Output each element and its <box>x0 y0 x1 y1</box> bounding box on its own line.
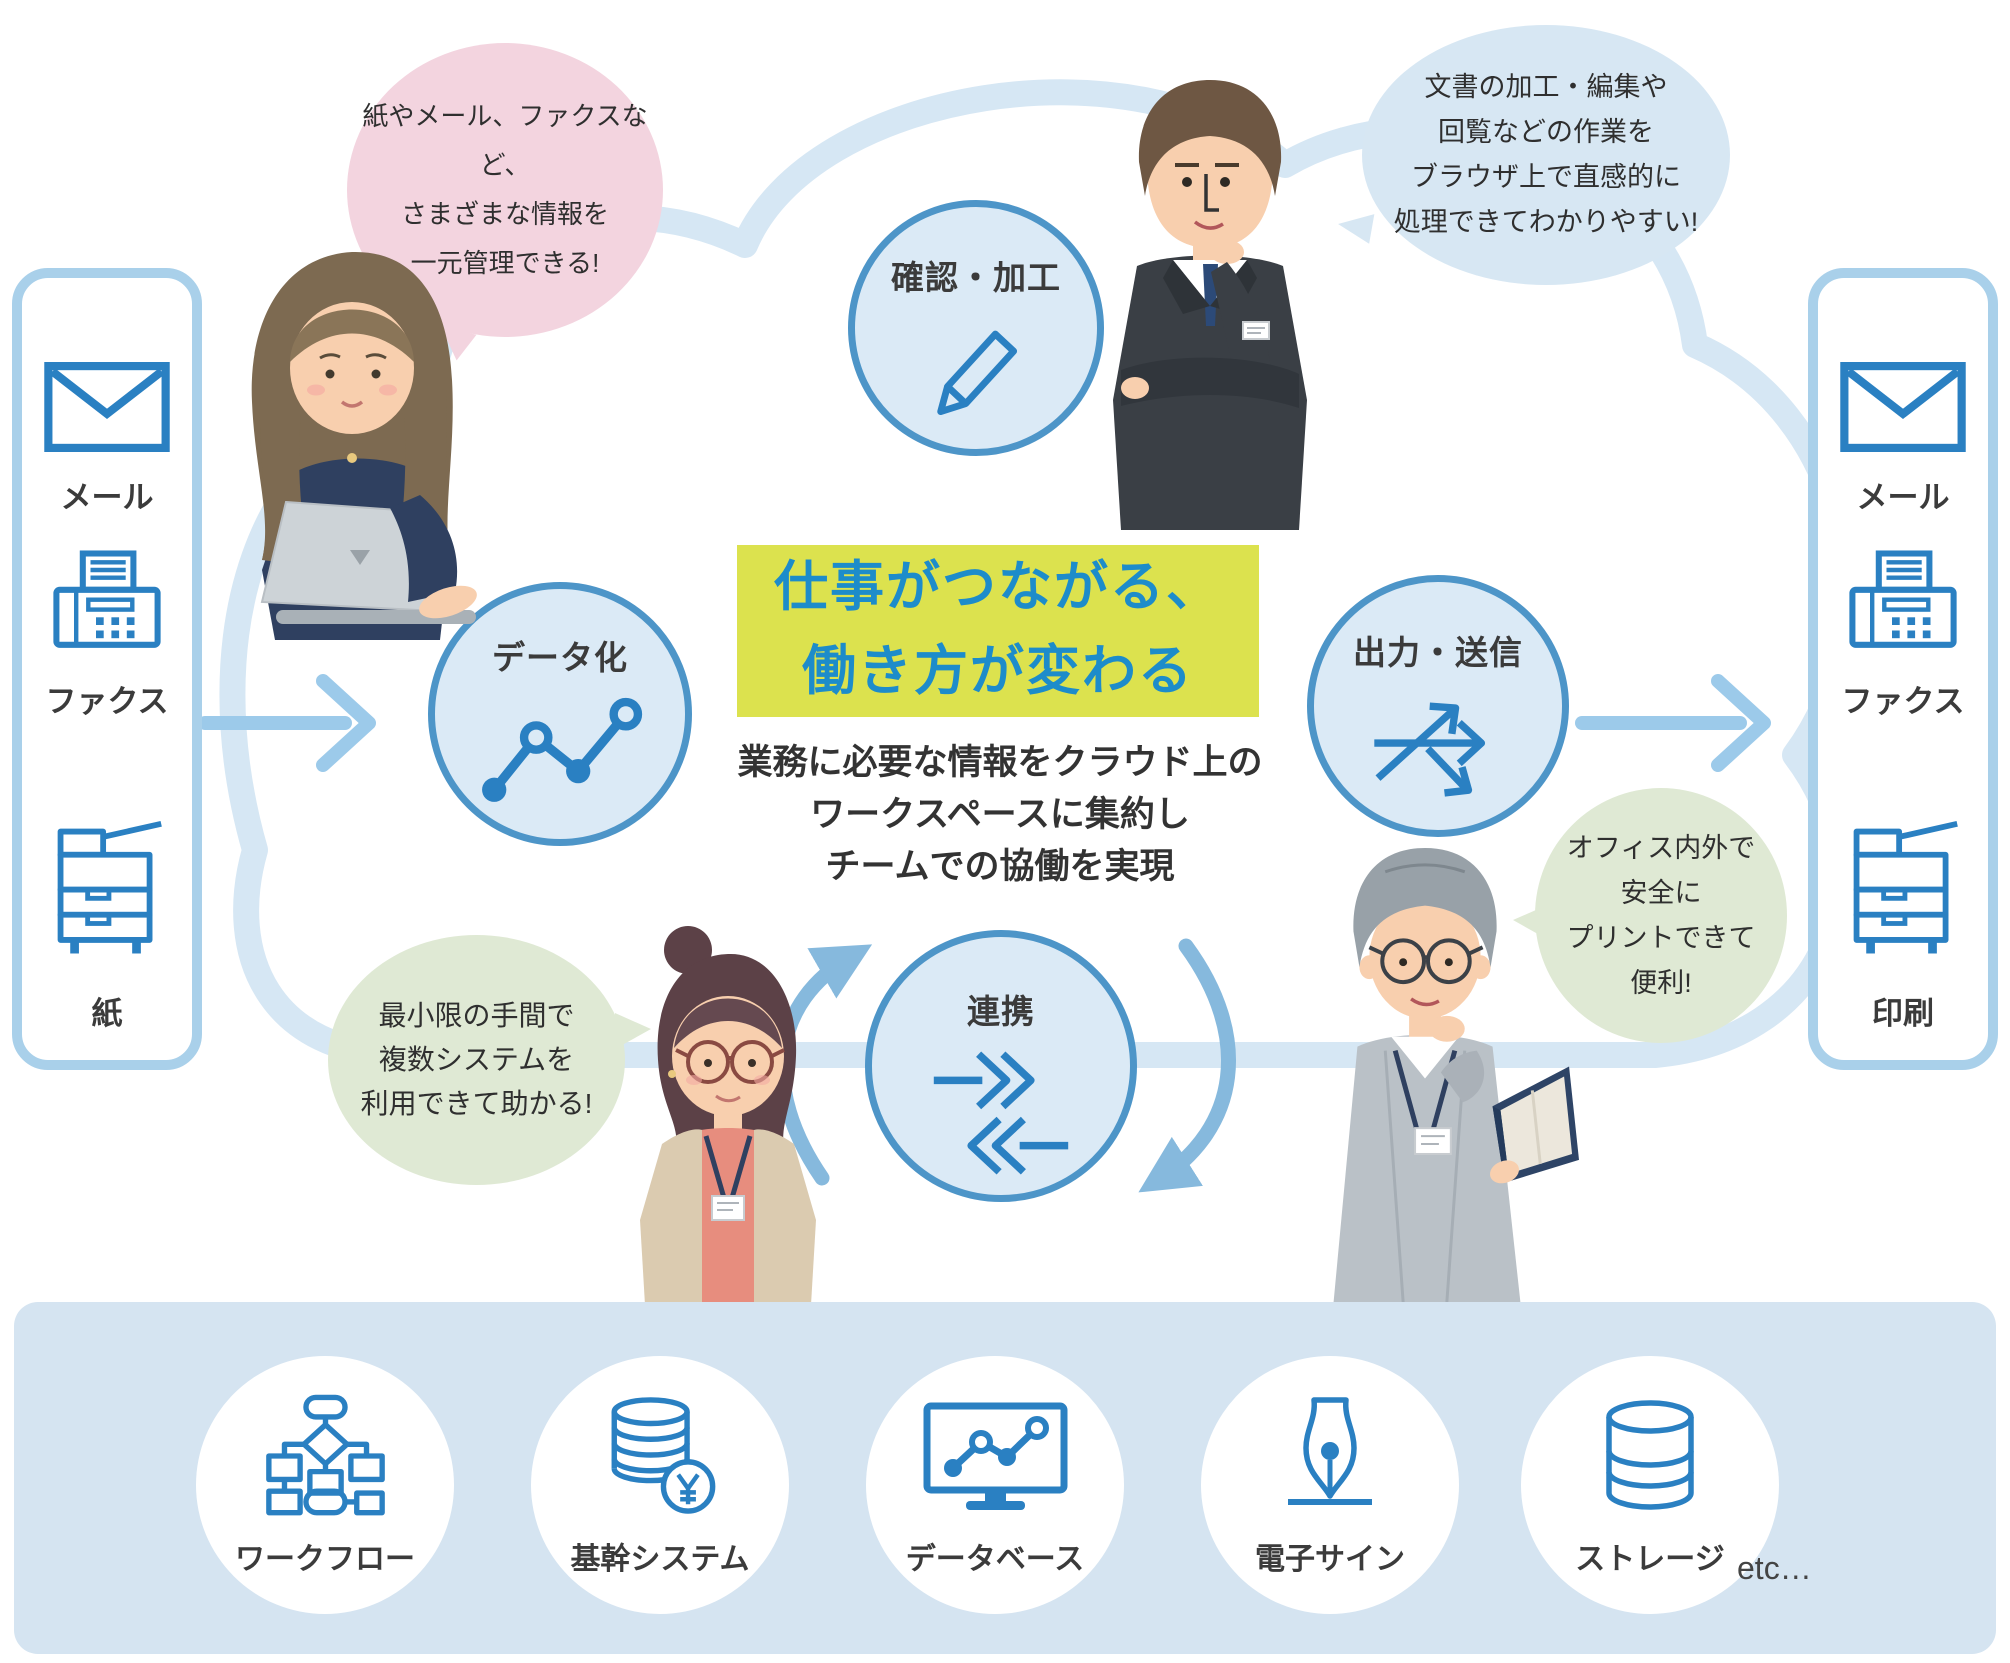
process-label: 確認・加工 <box>891 259 1061 296</box>
bubble-text: 安全に <box>1620 877 1702 908</box>
mail-icon <box>44 362 170 452</box>
bubble-text: 処理できてわかりやすい! <box>1393 207 1699 237</box>
process-label: データ化 <box>492 639 628 676</box>
service-esign: 電子サイン <box>1201 1356 1459 1614</box>
cycle-arrow-right <box>1138 938 1236 1193</box>
person-man-senior <box>1333 847 1579 1302</box>
service-label: 基幹システム <box>570 1543 750 1576</box>
speech-bubble-pink: 紙やメール、ファクスなど、 さまざまな情報を 一元管理できる! <box>347 43 663 364</box>
service-workflow: ワークフロー <box>196 1356 454 1614</box>
service-label: 電子サイン <box>1255 1543 1405 1576</box>
storage-icon <box>1606 1400 1694 1510</box>
bubble-text: さまざまな情報を <box>400 199 609 229</box>
copier-icon <box>57 820 162 954</box>
process-circle-digitize: データ化 <box>428 582 692 846</box>
bubble-text: 複数システムを <box>378 1044 575 1075</box>
description-line: ワークスペースに集約し <box>810 795 1190 834</box>
etc-label: etc… <box>1737 1550 1812 1586</box>
description-line: 業務に必要な情報をクラウド上の <box>737 743 1263 782</box>
fax-icon <box>53 550 161 648</box>
speech-bubble-blue: 文書の加工・編集や 回覧などの作業を ブラウザ上で直感的に 処理できてわかりやす… <box>1335 25 1730 285</box>
panel-item-fax: ファクス <box>1818 550 1988 721</box>
bubble-text: 最小限の手間で <box>378 1000 575 1031</box>
line-chart-icon <box>482 697 643 802</box>
bubble-text: 一元管理できる! <box>410 248 600 278</box>
description-line: チームでの協働を実現 <box>825 847 1175 886</box>
bubble-text: ブラウザ上で直感的に <box>1411 162 1681 192</box>
service-core-system: 基幹システム <box>531 1356 789 1614</box>
esign-icon <box>1288 1397 1372 1505</box>
bubble-text: 利用できて助かる! <box>360 1088 593 1119</box>
right-output-panel: メール ファクス <box>1808 268 1998 1070</box>
core-system-icon <box>611 1397 715 1514</box>
bubble-text: プリントできて <box>1566 922 1756 953</box>
description-text: 業務に必要な情報をクラウド上の ワークスペースに集約し チームでの協働を実現 <box>640 737 1360 893</box>
panel-label: メール <box>1856 480 1950 515</box>
panel-label: ファクス <box>45 684 169 719</box>
bubble-tail <box>1513 906 1545 938</box>
headline-line: 仕事がつながる、 <box>774 557 1222 617</box>
headline-banner: 仕事がつながる、 働き方が変わる <box>737 545 1259 717</box>
panel-item-paper: 紙 <box>22 818 192 1033</box>
left-input-panel: メール ファクス <box>12 268 202 1070</box>
database-monitor-icon <box>923 1402 1067 1510</box>
speech-bubble-green-right: オフィス内外で 安全に プリントできて 便利! <box>1513 788 1787 1043</box>
arrow-right-head <box>1711 674 1771 772</box>
headline-line: 働き方が変わる <box>802 641 1194 701</box>
process-circle-link: 連携 <box>865 930 1137 1202</box>
process-label: 連携 <box>967 993 1035 1030</box>
bubble-text: 文書の加工・編集や <box>1424 72 1668 102</box>
panel-item-mail: メール <box>22 362 192 517</box>
person-woman-laptop <box>251 251 477 640</box>
service-label: ワークフロー <box>235 1543 415 1576</box>
panel-label: ファクス <box>1841 684 1965 719</box>
branch-arrows-icon <box>1374 702 1486 797</box>
service-label: ストレージ <box>1575 1543 1725 1576</box>
service-storage: ストレージ <box>1521 1356 1779 1614</box>
panel-item-mail: メール <box>1818 362 1988 517</box>
person-man-suit <box>1113 80 1307 530</box>
sync-arrows-icon <box>933 1051 1069 1175</box>
speech-bubble-green-left: 最小限の手間で 複数システムを 利用できて助かる! <box>328 935 651 1185</box>
bubble-text: オフィス内外で <box>1566 832 1756 863</box>
service-label: データベース <box>905 1543 1085 1576</box>
fax-icon <box>1849 550 1957 648</box>
bubble-text: 紙やメール、ファクスなど、 <box>362 101 648 180</box>
panel-label: メール <box>60 480 154 515</box>
workflow-icon <box>265 1394 385 1516</box>
panel-item-fax: ファクス <box>22 550 192 721</box>
bubble-text: 便利! <box>1630 967 1692 998</box>
panel-item-print: 印刷 <box>1818 818 1988 1033</box>
service-database: データベース <box>866 1356 1124 1614</box>
mail-icon <box>1840 362 1966 452</box>
bubble-tail <box>615 1013 651 1049</box>
panel-label: 印刷 <box>1872 996 1934 1031</box>
process-circle-confirm: 確認・加工 <box>848 200 1104 456</box>
process-label: 出力・送信 <box>1353 634 1523 671</box>
pencil-icon <box>937 330 1018 416</box>
person-woman-glasses <box>640 926 816 1305</box>
services-band: ワークフロー 基幹システム <box>14 1302 1996 1654</box>
arrow-left-head <box>316 674 376 772</box>
panel-label: 紙 <box>91 996 123 1031</box>
copier-icon <box>1853 820 1958 954</box>
bubble-text: 回覧などの作業を <box>1438 117 1654 147</box>
process-circle-output: 出力・送信 <box>1307 575 1569 837</box>
